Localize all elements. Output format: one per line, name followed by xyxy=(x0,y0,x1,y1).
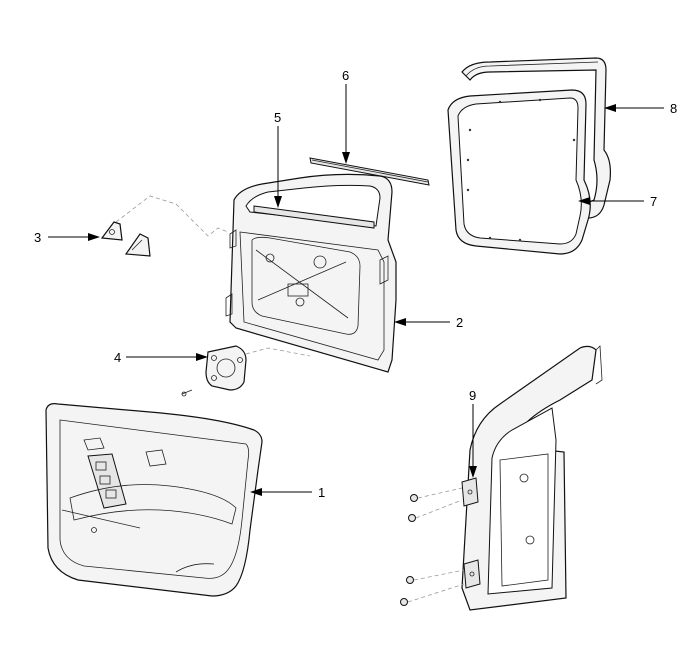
hinge-bolts xyxy=(400,487,465,606)
belt-weatherstrip-inner xyxy=(253,205,375,229)
callout-1: 1 xyxy=(318,485,326,500)
door-module-guide xyxy=(245,347,311,357)
delta-cover-guide xyxy=(115,195,229,237)
leader-lines xyxy=(48,84,664,496)
belt-weatherstrip-outer xyxy=(309,157,430,186)
callout-7: 7 xyxy=(650,194,658,209)
door-panel-frame xyxy=(225,173,397,373)
door-trim-panel xyxy=(45,403,263,597)
callout-9: 9 xyxy=(469,388,477,403)
door-opening-body xyxy=(461,345,603,611)
callout-4: 4 xyxy=(114,350,122,365)
callout-8: 8 xyxy=(670,101,678,116)
delta-cover xyxy=(100,221,151,257)
callout-5: 5 xyxy=(274,110,282,125)
callout-3: 3 xyxy=(34,230,42,245)
door-side-weatherstrip xyxy=(447,89,591,255)
door-module xyxy=(181,345,247,397)
body-side-weatherstrip xyxy=(461,57,611,219)
callout-6: 6 xyxy=(342,68,350,83)
callout-2: 2 xyxy=(456,315,464,330)
